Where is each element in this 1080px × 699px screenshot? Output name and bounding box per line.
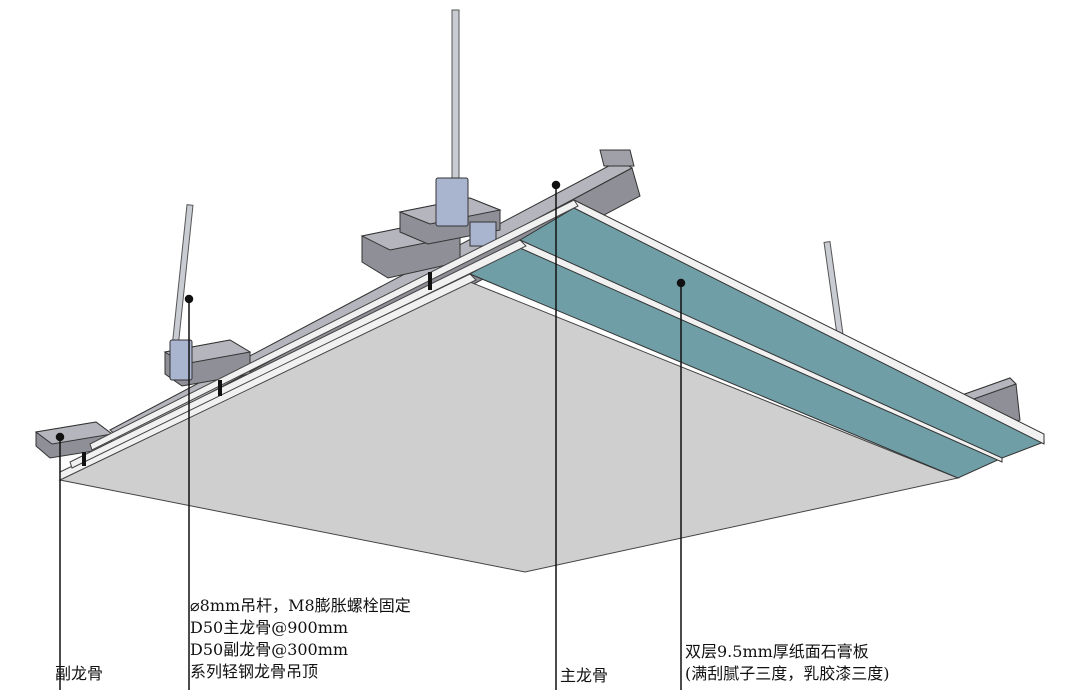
- label-board: 双层9.5mm厚纸面石膏板 (满刮腻子三度，乳胶漆三度): [685, 642, 890, 686]
- label-secondary-keel: 副龙骨: [55, 664, 104, 683]
- gypsum-board-upper-back-edge: [89, 199, 579, 451]
- label-board-line2: (满刮腻子三度，乳胶漆三度): [685, 664, 890, 683]
- label-system: ⌀8mm吊杆，M8膨胀螺栓固定 D50主龙骨@900mm D50副龙骨@300m…: [190, 596, 411, 684]
- screws: [82, 272, 432, 466]
- leader-lines: [55, 180, 686, 690]
- label-system-line3: D50副龙骨@300mm: [190, 640, 349, 659]
- hanger-rod-center: [451, 9, 460, 186]
- label-system-line2: D50主龙骨@900mm: [190, 618, 349, 637]
- hanger-rods: [171, 9, 845, 346]
- hanger-rod-left: [171, 204, 194, 346]
- hanger-brackets: [169, 177, 497, 381]
- gypsum-board-upper-edge: [69, 239, 527, 469]
- label-system-line1: ⌀8mm吊杆，M8膨胀螺栓固定: [190, 596, 411, 615]
- label-system-line4: 系列轻钢龙骨吊顶: [190, 662, 319, 681]
- label-main-keel: 主龙骨: [560, 666, 609, 685]
- label-board-line1: 双层9.5mm厚纸面石膏板: [685, 642, 869, 661]
